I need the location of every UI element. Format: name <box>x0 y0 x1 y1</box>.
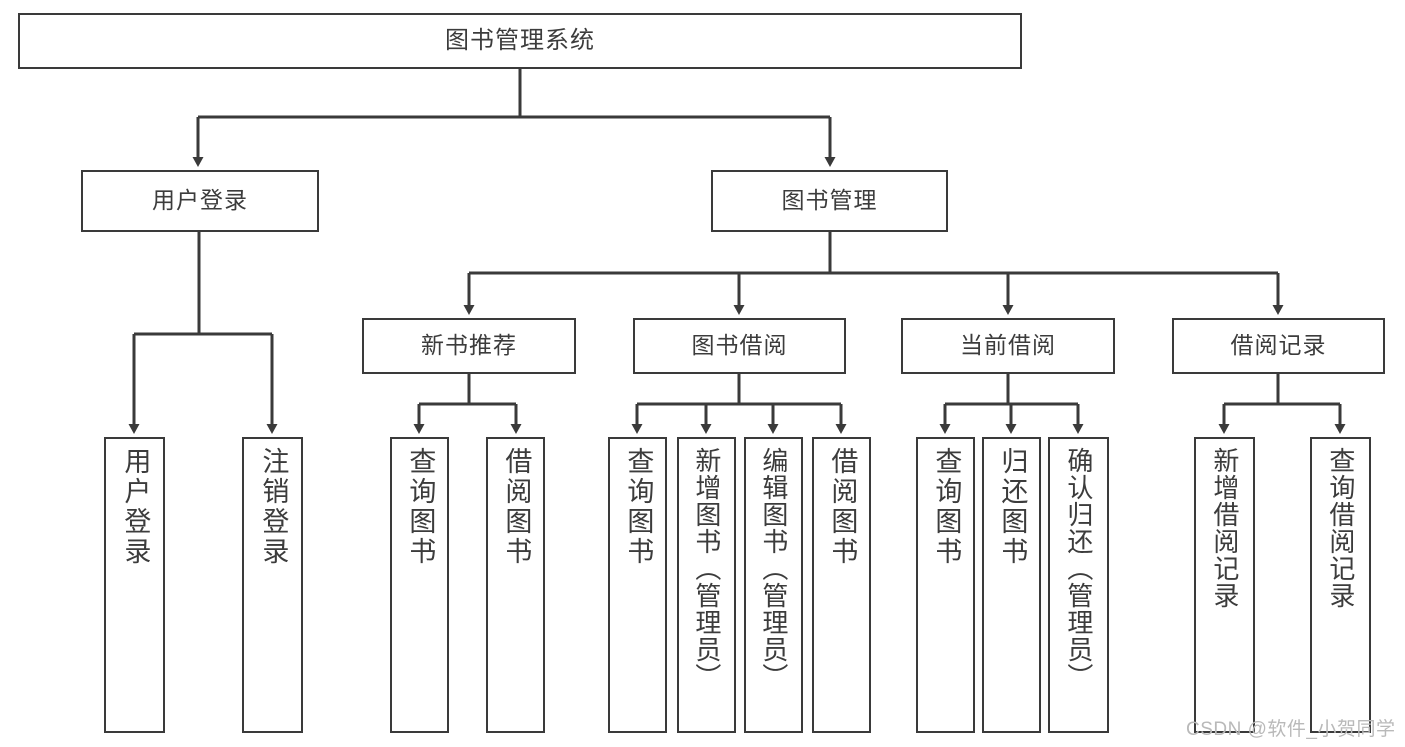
node-leaf-query-record[interactable]: 查询借阅记录 <box>1310 437 1371 733</box>
node-book-borrow[interactable]: 图书借阅 <box>633 318 846 374</box>
node-leaf-edit-book-label: 编辑图书（管理员） <box>758 447 789 690</box>
node-user-login-label: 用户登录 <box>152 187 248 214</box>
node-root-label: 图书管理系统 <box>445 26 595 54</box>
node-new-book-rec-label: 新书推荐 <box>421 332 517 359</box>
node-book-borrow-label: 图书借阅 <box>691 332 788 359</box>
node-leaf-edit-book[interactable]: 编辑图书（管理员） <box>744 437 803 733</box>
node-leaf-query-book-1[interactable]: 查询图书 <box>390 437 449 733</box>
node-leaf-query-book-3-label: 查询图书 <box>931 447 962 567</box>
node-leaf-borrow-book-2-label: 借阅图书 <box>827 447 858 567</box>
node-leaf-query-record-label: 查询借阅记录 <box>1325 447 1356 609</box>
node-leaf-query-book-2-label: 查询图书 <box>623 447 654 567</box>
node-root[interactable]: 图书管理系统 <box>18 13 1022 69</box>
node-leaf-query-book-3[interactable]: 查询图书 <box>916 437 975 733</box>
node-leaf-add-book-label: 新增图书（管理员） <box>691 447 722 690</box>
node-leaf-return-book-label: 归还图书 <box>997 447 1028 567</box>
node-leaf-borrow-book-1-label: 借阅图书 <box>501 447 532 567</box>
csdn-watermark: CSDN @软件_小贺同学 <box>1186 719 1396 740</box>
node-leaf-user-logout[interactable]: 注销登录 <box>242 437 303 733</box>
node-leaf-borrow-book-2[interactable]: 借阅图书 <box>812 437 871 733</box>
node-borrow-record[interactable]: 借阅记录 <box>1172 318 1385 374</box>
node-book-manage[interactable]: 图书管理 <box>711 170 948 232</box>
node-leaf-query-book-1-label: 查询图书 <box>405 447 436 567</box>
node-leaf-user-login[interactable]: 用户登录 <box>104 437 165 733</box>
node-leaf-add-record-label: 新增借阅记录 <box>1209 447 1240 609</box>
node-leaf-confirm-return-label: 确认归还（管理员） <box>1063 447 1094 690</box>
node-leaf-borrow-book-1[interactable]: 借阅图书 <box>486 437 545 733</box>
node-leaf-add-record[interactable]: 新增借阅记录 <box>1194 437 1255 733</box>
node-leaf-query-book-2[interactable]: 查询图书 <box>608 437 667 733</box>
node-user-login[interactable]: 用户登录 <box>81 170 319 232</box>
node-book-manage-label: 图书管理 <box>781 187 878 214</box>
node-borrow-record-label: 借阅记录 <box>1230 332 1327 359</box>
node-leaf-confirm-return[interactable]: 确认归还（管理员） <box>1048 437 1109 733</box>
node-leaf-return-book[interactable]: 归还图书 <box>982 437 1041 733</box>
node-current-borrow-label: 当前借阅 <box>960 332 1056 359</box>
node-current-borrow[interactable]: 当前借阅 <box>901 318 1115 374</box>
node-leaf-add-book[interactable]: 新增图书（管理员） <box>677 437 736 733</box>
node-leaf-user-login-label: 用户登录 <box>120 447 151 567</box>
node-new-book-rec[interactable]: 新书推荐 <box>362 318 576 374</box>
node-leaf-user-logout-label: 注销登录 <box>258 447 289 567</box>
